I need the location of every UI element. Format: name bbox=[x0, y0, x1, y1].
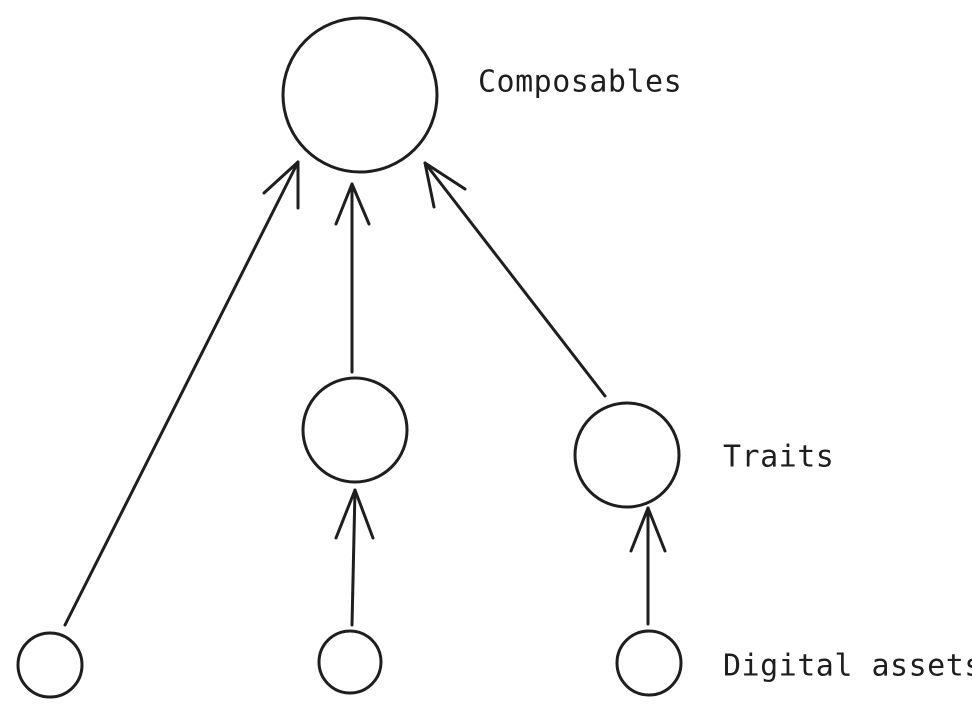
composable-node bbox=[281, 16, 439, 174]
traits-label: Traits bbox=[723, 440, 834, 475]
trait-node-2 bbox=[573, 401, 681, 509]
trait-node-1 bbox=[301, 376, 409, 484]
edge-asset1-to-composable bbox=[63, 160, 300, 627]
asset-node-2 bbox=[317, 629, 383, 695]
composables-label: Composables bbox=[478, 65, 682, 100]
edge-asset2-to-trait1 bbox=[334, 488, 375, 627]
edge-trait1-to-composable bbox=[334, 182, 371, 374]
asset-node-3 bbox=[615, 629, 683, 697]
edge-asset3-to-trait2 bbox=[629, 506, 667, 626]
asset-node-1 bbox=[16, 631, 84, 699]
digital-assets-label: Digital assets bbox=[723, 649, 972, 684]
edge-trait2-to-composable bbox=[423, 161, 607, 398]
